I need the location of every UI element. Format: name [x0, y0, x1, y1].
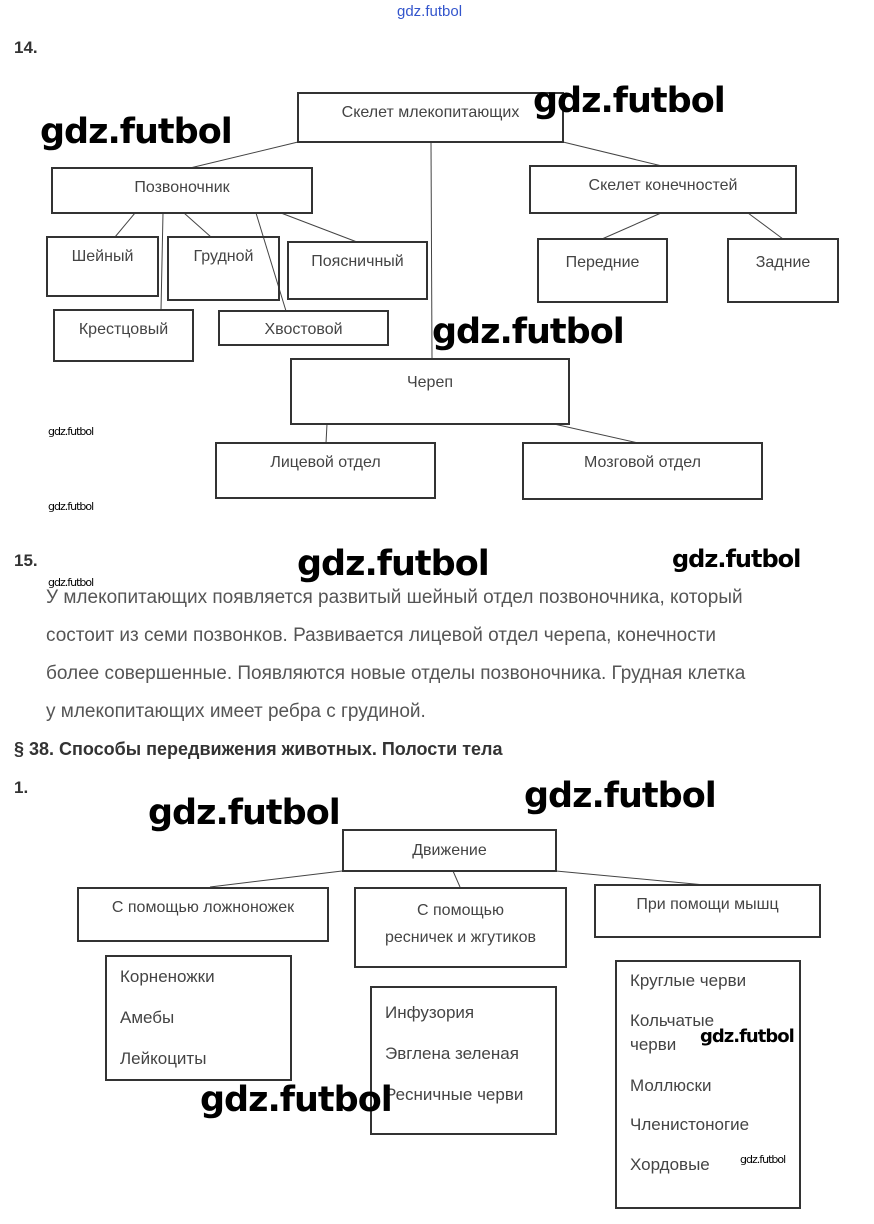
box-sacral: Крестцовый — [53, 309, 194, 362]
box-spine: Позвоночник — [51, 167, 313, 214]
connector — [452, 870, 461, 888]
list-item: Амебы — [120, 1008, 175, 1027]
box-movement: Движение — [342, 829, 557, 872]
list-item: Хордовые — [630, 1155, 710, 1174]
task-1-number: 1. — [14, 778, 29, 797]
box-brain: Мозговой отдел — [522, 442, 763, 500]
list-cilia: Инфузория Эвглена зеленая Ресничные черв… — [370, 986, 557, 1135]
label-line: ресничек и жгутиков — [384, 929, 536, 946]
box-cilia-flagella: С помощью ресничек и жгутиков — [354, 887, 567, 968]
box-lumbar: Поясничный — [287, 241, 428, 300]
answer-line: у млекопитающих имеет ребра с грудиной. — [46, 701, 426, 722]
watermark-link[interactable]: gdz.futbol — [397, 3, 463, 20]
box-thoracic: Грудной — [167, 236, 280, 301]
list-item: Моллюски — [630, 1076, 712, 1095]
answer-line: более совершенные. Появляются новые отде… — [46, 663, 746, 684]
list-item: Лейкоциты — [120, 1049, 207, 1068]
watermark: gdz.futbol — [48, 500, 94, 513]
box-skull: Череп — [290, 358, 570, 425]
list-item: Инфузория — [385, 1003, 475, 1022]
connector — [601, 212, 662, 240]
list-item: Кольчатые черви — [630, 1011, 715, 1054]
connector — [255, 212, 287, 312]
connector — [325, 423, 328, 444]
connector — [280, 212, 358, 243]
list-item: Круглые черви — [630, 971, 747, 990]
box-cervical: Шейный — [46, 236, 159, 297]
connector — [189, 141, 299, 169]
connector — [747, 212, 784, 240]
connector — [160, 212, 164, 311]
box-limb-skeleton: Скелет конечностей — [529, 165, 797, 214]
watermark: gdz.futbol — [533, 81, 726, 121]
box-mammal-skeleton: Скелет млекопитающих — [297, 92, 564, 143]
list-item: Корненожки — [120, 967, 215, 986]
box-front-limbs: Передние — [537, 238, 668, 303]
connector — [562, 141, 663, 167]
watermark: gdz.futbol — [148, 793, 341, 833]
connector — [553, 423, 639, 444]
task-14-number: 14. — [14, 38, 38, 57]
task-15-number: 15. — [14, 551, 38, 570]
watermark: gdz.futbol — [297, 544, 490, 584]
watermark: gdz.futbol — [524, 776, 717, 816]
list-pseudopods: Корненожки Амебы Лейкоциты — [105, 955, 292, 1081]
box-caudal: Хвостовой — [218, 310, 389, 346]
watermark: gdz.futbol — [700, 1026, 795, 1047]
watermark: gdz.futbol — [740, 1153, 786, 1166]
list-item: Членистоногие — [630, 1115, 750, 1134]
watermark: gdz.futbol — [672, 545, 801, 573]
connector — [555, 870, 706, 886]
connector — [209, 870, 343, 888]
list-item: Ресничные черви — [385, 1085, 524, 1104]
watermark: gdz.futbol — [48, 576, 94, 589]
connector — [430, 141, 433, 360]
list-muscles: Круглые черви Кольчатые черви Моллюски Ч… — [615, 960, 801, 1209]
answer-line: У млекопитающих появляется развитый шейн… — [46, 587, 743, 608]
label-line: С помощью — [417, 902, 504, 919]
connector — [114, 212, 136, 238]
watermark: gdz.futbol — [200, 1080, 393, 1120]
box-hind-limbs: Задние — [727, 238, 839, 303]
watermark: gdz.futbol — [48, 425, 94, 438]
answer-line: состоит из семи позвонков. Развивается л… — [46, 625, 717, 646]
connector — [183, 212, 212, 238]
watermark: gdz.futbol — [40, 112, 233, 152]
box-muscles: При помощи мышц — [594, 884, 821, 938]
watermark: gdz.futbol — [432, 312, 625, 352]
task-15-answer: У млекопитающих появляется развитый шейн… — [46, 579, 745, 731]
box-pseudopods: С помощью ложноножек — [77, 887, 329, 942]
box-facial: Лицевой отдел — [215, 442, 436, 499]
list-item: Эвглена зеленая — [385, 1044, 519, 1063]
section-heading: § 38. Способы передвижения животных. Пол… — [14, 739, 503, 759]
